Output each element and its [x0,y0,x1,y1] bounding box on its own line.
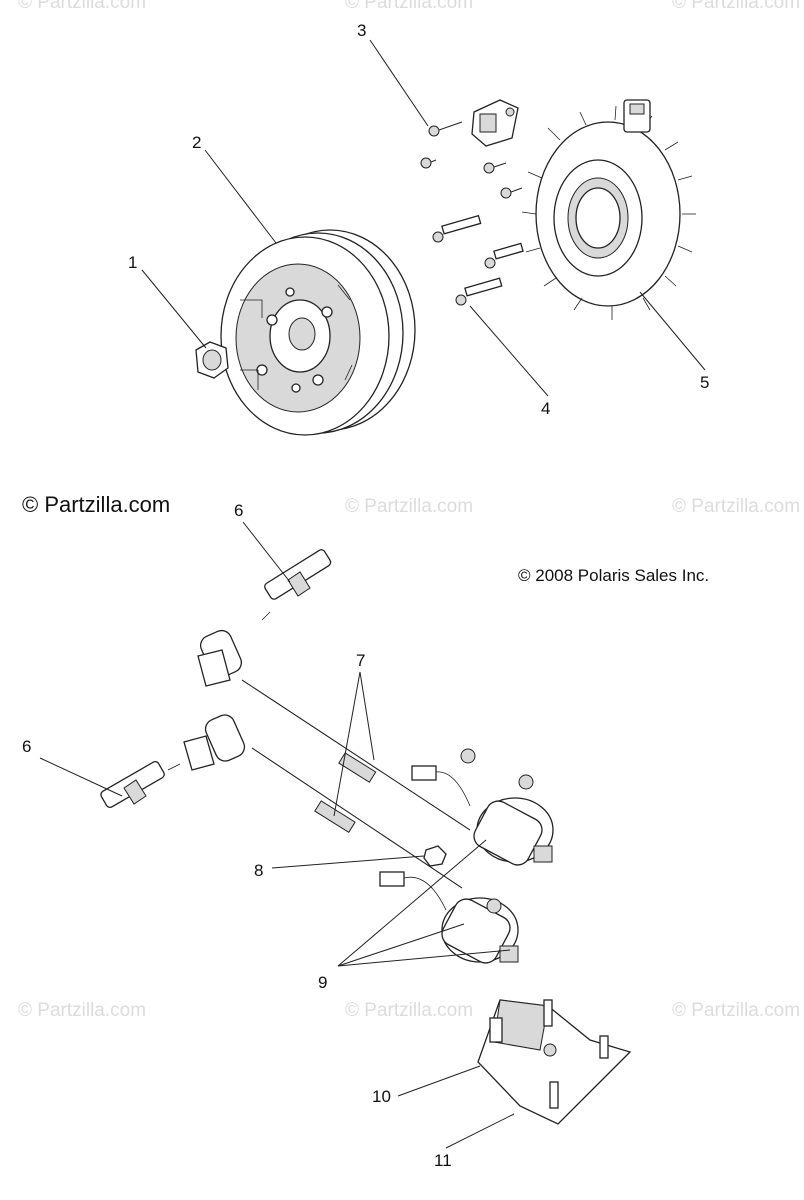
sensor [471,99,519,147]
callout-3: 3 [357,21,366,40]
callout-4: 4 [541,399,550,418]
stator [521,99,696,320]
ignition-coil-upper [411,748,554,866]
copyright-notice: © 2008 Polaris Sales Inc. [518,566,710,585]
watermark: © Partzilla.com [345,1000,474,1021]
bolts [420,121,524,306]
callout-6-upper: 6 [234,501,243,520]
coil-nut [423,845,447,867]
callout-2: 2 [192,133,201,152]
callout-8: 8 [254,861,263,880]
watermark: © Partzilla.com [345,496,474,517]
flywheel [220,229,416,436]
flywheel-nut [195,341,229,379]
leader-lines [39,39,706,1149]
callout-9: 9 [318,973,327,992]
watermark: © Partzilla.com [18,0,147,13]
callout-7: 7 [356,651,365,670]
callout-6-lower: 6 [22,737,31,756]
watermark: © Partzilla.com [18,1000,147,1021]
plug-wire-lower [183,714,463,889]
callout-11: 11 [434,1151,452,1170]
callout-10: 10 [372,1087,391,1106]
spark-plug-lower [100,761,181,808]
plug-wire-upper [197,629,471,831]
partzilla-watermark: © Partzilla.com [22,492,171,517]
callout-1: 1 [128,253,137,272]
ignition-coil-lower [379,871,519,964]
watermark: © Partzilla.com [672,1000,801,1021]
watermark: © Partzilla.com [672,496,801,517]
spark-plug-upper [261,549,332,621]
coil-bracket [477,999,632,1125]
watermark: © Partzilla.com [672,0,801,13]
callout-5: 5 [700,373,709,392]
watermark: © Partzilla.com [345,0,474,13]
